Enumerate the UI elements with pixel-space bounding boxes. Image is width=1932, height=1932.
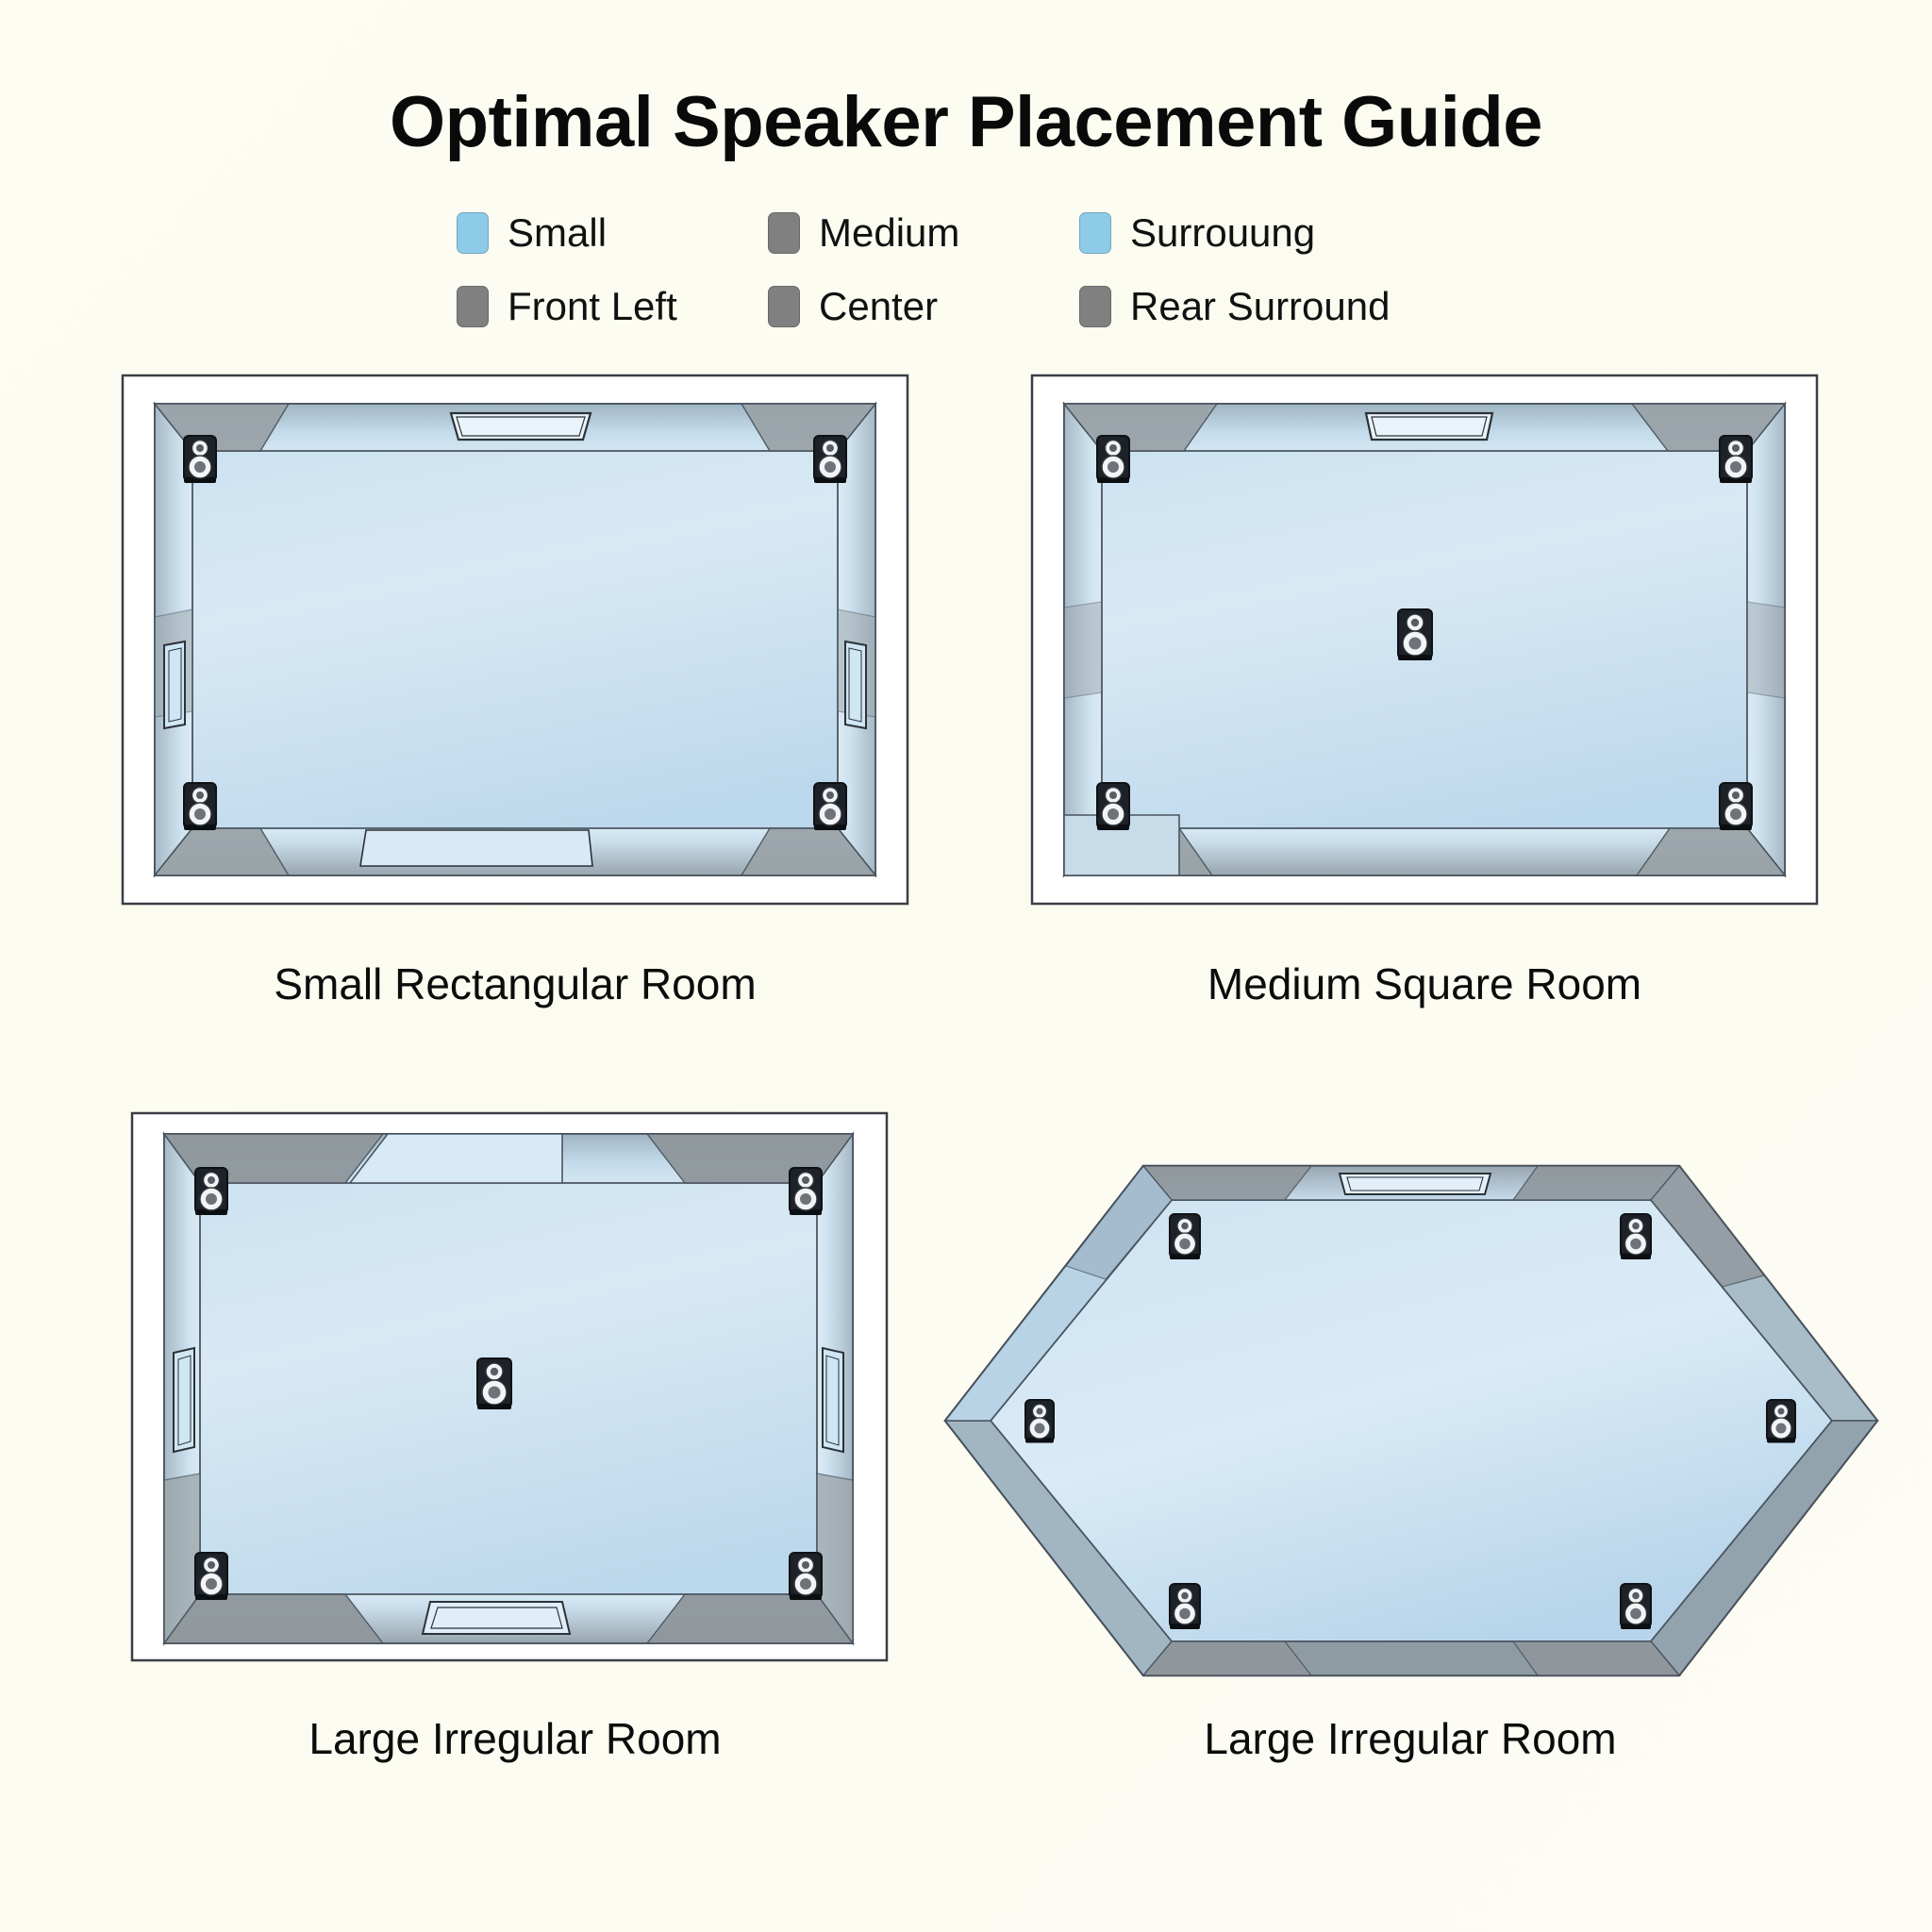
room-small-rectangular[interactable]: Small Rectangular Room [119, 372, 911, 1006]
speaker-icon[interactable] [789, 1552, 823, 1600]
window-icon [844, 640, 867, 730]
room-medium-square[interactable]: Medium Square Room [1028, 372, 1821, 1006]
speaker-icon[interactable] [194, 1167, 228, 1215]
speaker-icon[interactable] [1169, 1213, 1201, 1259]
speaker-icon[interactable] [1766, 1399, 1796, 1443]
door-icon [421, 1601, 572, 1635]
speaker-icon[interactable] [183, 782, 217, 830]
speaker-icon[interactable] [194, 1552, 228, 1600]
speaker-icon[interactable] [813, 435, 847, 483]
speaker-icon[interactable] [789, 1167, 823, 1215]
speaker-icon[interactable] [1620, 1213, 1652, 1259]
legend-swatch-small [457, 212, 489, 254]
room-caption-large-irregular-rect: Large Irregular Room [308, 1714, 722, 1763]
legend-item-small[interactable]: Small [457, 212, 768, 254]
legend-label-front-left: Front Left [508, 284, 677, 328]
legend-item-rear-surround[interactable]: Rear Surround [1079, 286, 1475, 327]
speaker-icon[interactable] [1719, 435, 1753, 483]
room-caption-large-irregular-hex: Large Irregular Room [1204, 1714, 1617, 1763]
legend-label-rear-surround: Rear Surround [1130, 284, 1391, 328]
speaker-icon[interactable] [1096, 782, 1130, 830]
legend: Small Medium Surrouung Front Left Center… [376, 196, 1556, 343]
speaker-icon[interactable] [1620, 1583, 1652, 1629]
page-title: Optimal Speaker Placement Guide [389, 82, 1543, 162]
door-icon [1364, 411, 1494, 441]
room-medium-square-figure [1028, 372, 1821, 938]
legend-label-small: Small [508, 210, 608, 255]
speaker-icon-center[interactable] [476, 1357, 512, 1409]
speaker-icon-center[interactable] [1397, 608, 1433, 660]
door-icon [359, 829, 593, 867]
legend-item-surround[interactable]: Surrouung [1079, 212, 1475, 254]
speaker-icon[interactable] [1024, 1399, 1055, 1443]
speaker-icon[interactable] [1096, 435, 1130, 483]
legend-swatch-center [768, 286, 800, 327]
room-large-irregular-rect-figure [119, 1108, 911, 1692]
legend-label-medium: Medium [819, 210, 960, 255]
legend-swatch-surround [1079, 212, 1111, 254]
legend-swatch-rear-surround [1079, 286, 1111, 327]
speaker-icon[interactable] [1169, 1583, 1201, 1629]
legend-label-surround: Surrouung [1130, 210, 1316, 255]
room-diagrams: Small Rectangular Room [0, 353, 1932, 1824]
window-icon [163, 640, 186, 730]
speaker-icon[interactable] [1719, 782, 1753, 830]
speaker-icon[interactable] [813, 782, 847, 830]
room-small-rectangular-figure [119, 372, 911, 938]
legend-item-front-left[interactable]: Front Left [457, 286, 768, 327]
room-caption-small-rectangular: Small Rectangular Room [274, 959, 757, 1008]
room-large-irregular-hex[interactable]: Large Irregular Room [934, 1155, 1887, 1760]
room-large-irregular-rect[interactable]: Large Irregular Room [119, 1108, 911, 1760]
room-large-irregular-hex-figure [934, 1155, 1887, 1692]
window-icon [822, 1346, 844, 1454]
legend-swatch-front-left [457, 286, 489, 327]
speaker-icon[interactable] [183, 435, 217, 483]
window-icon [173, 1346, 195, 1454]
room-caption-medium-square: Medium Square Room [1207, 959, 1642, 1008]
door-icon [1338, 1173, 1492, 1195]
legend-swatch-medium [768, 212, 800, 254]
legend-label-center: Center [819, 284, 939, 328]
legend-item-medium[interactable]: Medium [768, 212, 1079, 254]
door-icon [449, 411, 592, 441]
legend-item-center[interactable]: Center [768, 286, 1079, 327]
